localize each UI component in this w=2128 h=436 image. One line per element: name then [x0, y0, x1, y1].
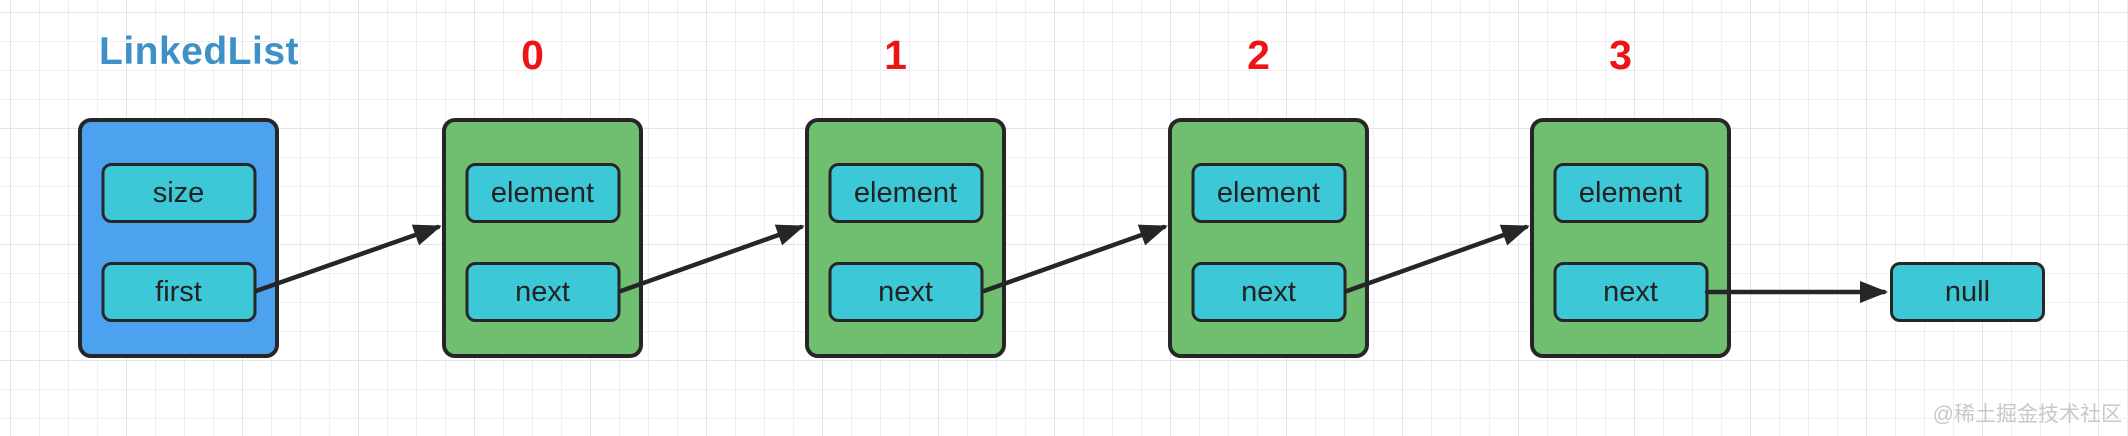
element-field: element [465, 163, 620, 223]
next-field: next [1191, 262, 1346, 322]
arrow-node0-to-node1 [618, 224, 805, 294]
node-index-0: 0 [521, 32, 544, 78]
node-index-1: 1 [884, 32, 907, 78]
element-field: element [1553, 163, 1708, 223]
element-field: element [1191, 163, 1346, 223]
node-index-3: 3 [1609, 32, 1632, 78]
next-field: next [465, 262, 620, 322]
watermark: @稀土掘金技术社区 [1932, 403, 2122, 426]
next-field: next [828, 262, 983, 322]
arrow-node1-to-node2 [981, 224, 1168, 294]
null-label: null [1944, 275, 1991, 308]
first-field: first [101, 262, 256, 322]
diagram-title: LinkedList [99, 30, 300, 73]
size-field: size [101, 163, 256, 223]
element-field: element [828, 163, 983, 223]
node-index-2: 2 [1247, 32, 1270, 78]
node-2: element next [1168, 118, 1369, 358]
node-3: element next [1530, 118, 1731, 358]
null-terminator-box: null [1890, 262, 2045, 322]
arrow-first-to-node0 [253, 224, 442, 294]
node-1: element next [805, 118, 1006, 358]
linkedlist-header-box: size first [78, 118, 279, 358]
node-0: element next [442, 118, 643, 358]
arrow-node2-to-node3 [1344, 224, 1530, 294]
next-field: next [1553, 262, 1708, 322]
